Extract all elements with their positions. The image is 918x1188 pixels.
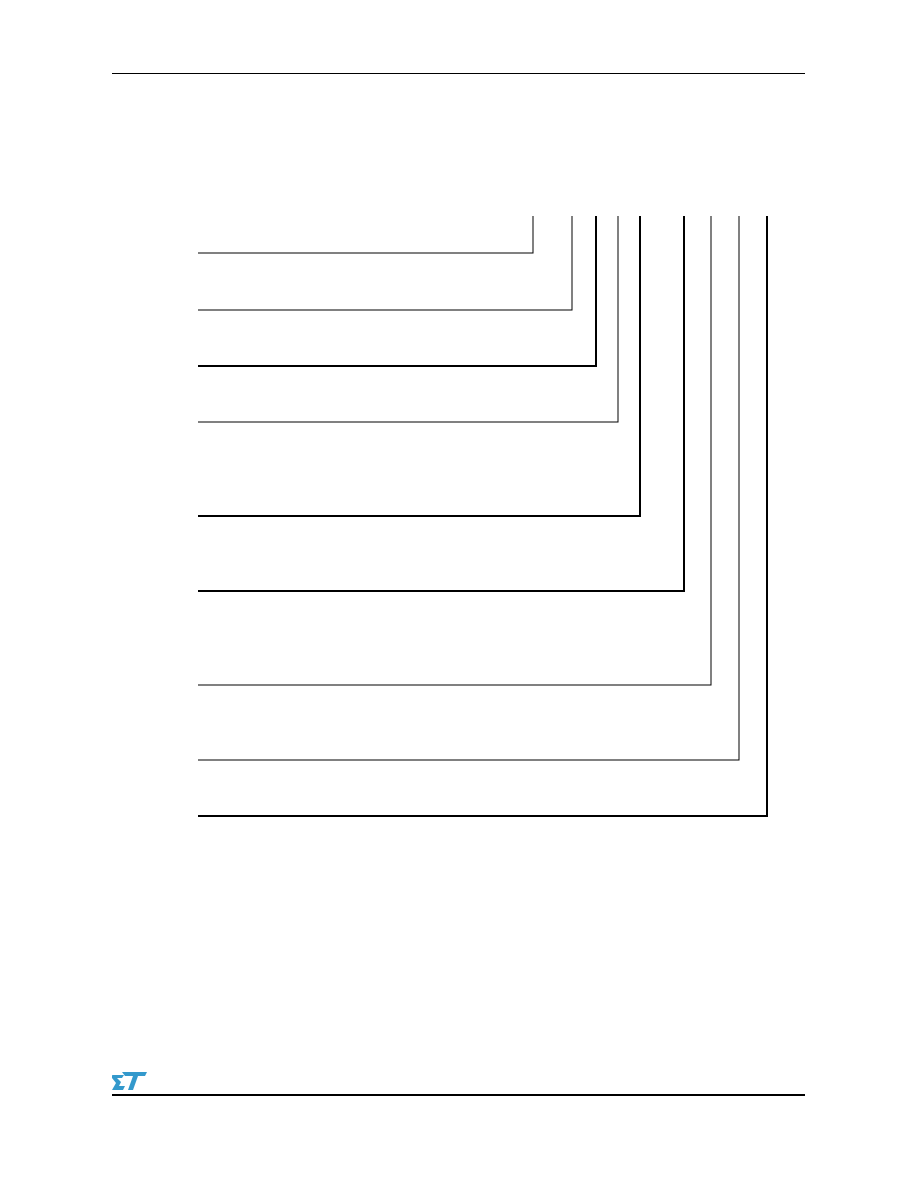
bracket-line-9: [198, 216, 768, 817]
bracket-line-1: [198, 216, 534, 254]
bracket-line-6: [198, 216, 685, 592]
bracket-line-5: [198, 216, 641, 517]
bracket-line-4: [198, 216, 619, 423]
bracket-line-7: [198, 216, 712, 686]
bracket-line-2: [198, 216, 573, 311]
bracket-line-8: [198, 216, 740, 761]
header-rule: [112, 73, 805, 74]
footer-rule: [112, 1094, 805, 1096]
st-logo-icon: [112, 1072, 147, 1090]
bracket-line-3: [198, 216, 597, 367]
